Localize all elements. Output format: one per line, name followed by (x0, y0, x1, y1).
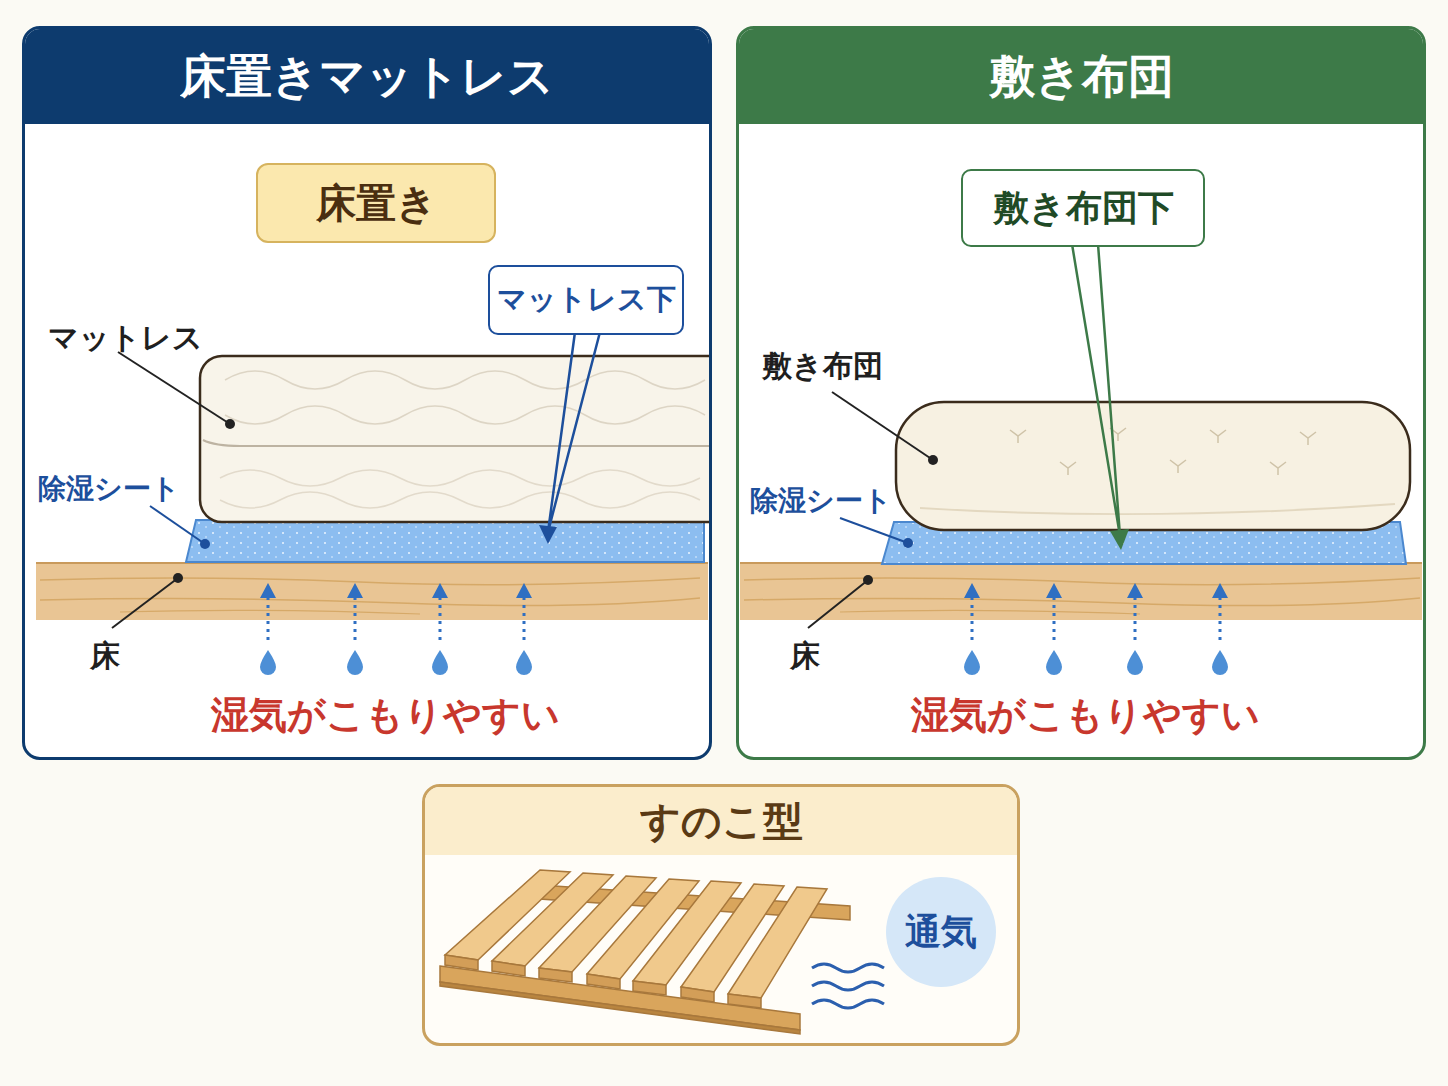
part-label: 湿気がこもりやすい (211, 690, 560, 741)
panel-header: 床置きマットレス (25, 29, 709, 124)
floor (36, 562, 708, 620)
callout-box: 敷き布団下 (961, 169, 1205, 247)
futon (896, 402, 1410, 530)
callout-box: マットレス下 (488, 265, 684, 335)
part-label: 除湿シート (750, 482, 892, 520)
part-label: 床 (90, 636, 120, 677)
floor (740, 562, 1422, 620)
panel-header: 敷き布団 (739, 29, 1423, 124)
node-label: 敷き布団下 (993, 184, 1174, 233)
circle-badge: 通気 (885, 876, 997, 988)
part-label: 敷き布団 (762, 346, 883, 387)
part-label: マットレス (48, 318, 203, 359)
dehumidifying-sheet (186, 520, 704, 562)
panel-title: 床置きマットレス (180, 46, 554, 108)
panel: 敷き布団下敷き布団 (736, 26, 1426, 760)
tag-box: 床置き (256, 163, 496, 243)
part-label: 床 (790, 636, 820, 677)
part-label: 除湿シート (38, 470, 180, 508)
part-label: 湿気がこもりやすい (911, 690, 1260, 741)
node-label: 床置き (316, 176, 437, 231)
node-label: 通気 (905, 908, 977, 957)
panel-title: 敷き布団 (989, 46, 1174, 108)
mattress (200, 356, 709, 522)
panel-header: すのこ型 (425, 787, 1017, 855)
circle-shape (886, 877, 996, 987)
panel-title: すのこ型 (640, 794, 803, 849)
node-label: マットレス下 (497, 280, 676, 320)
